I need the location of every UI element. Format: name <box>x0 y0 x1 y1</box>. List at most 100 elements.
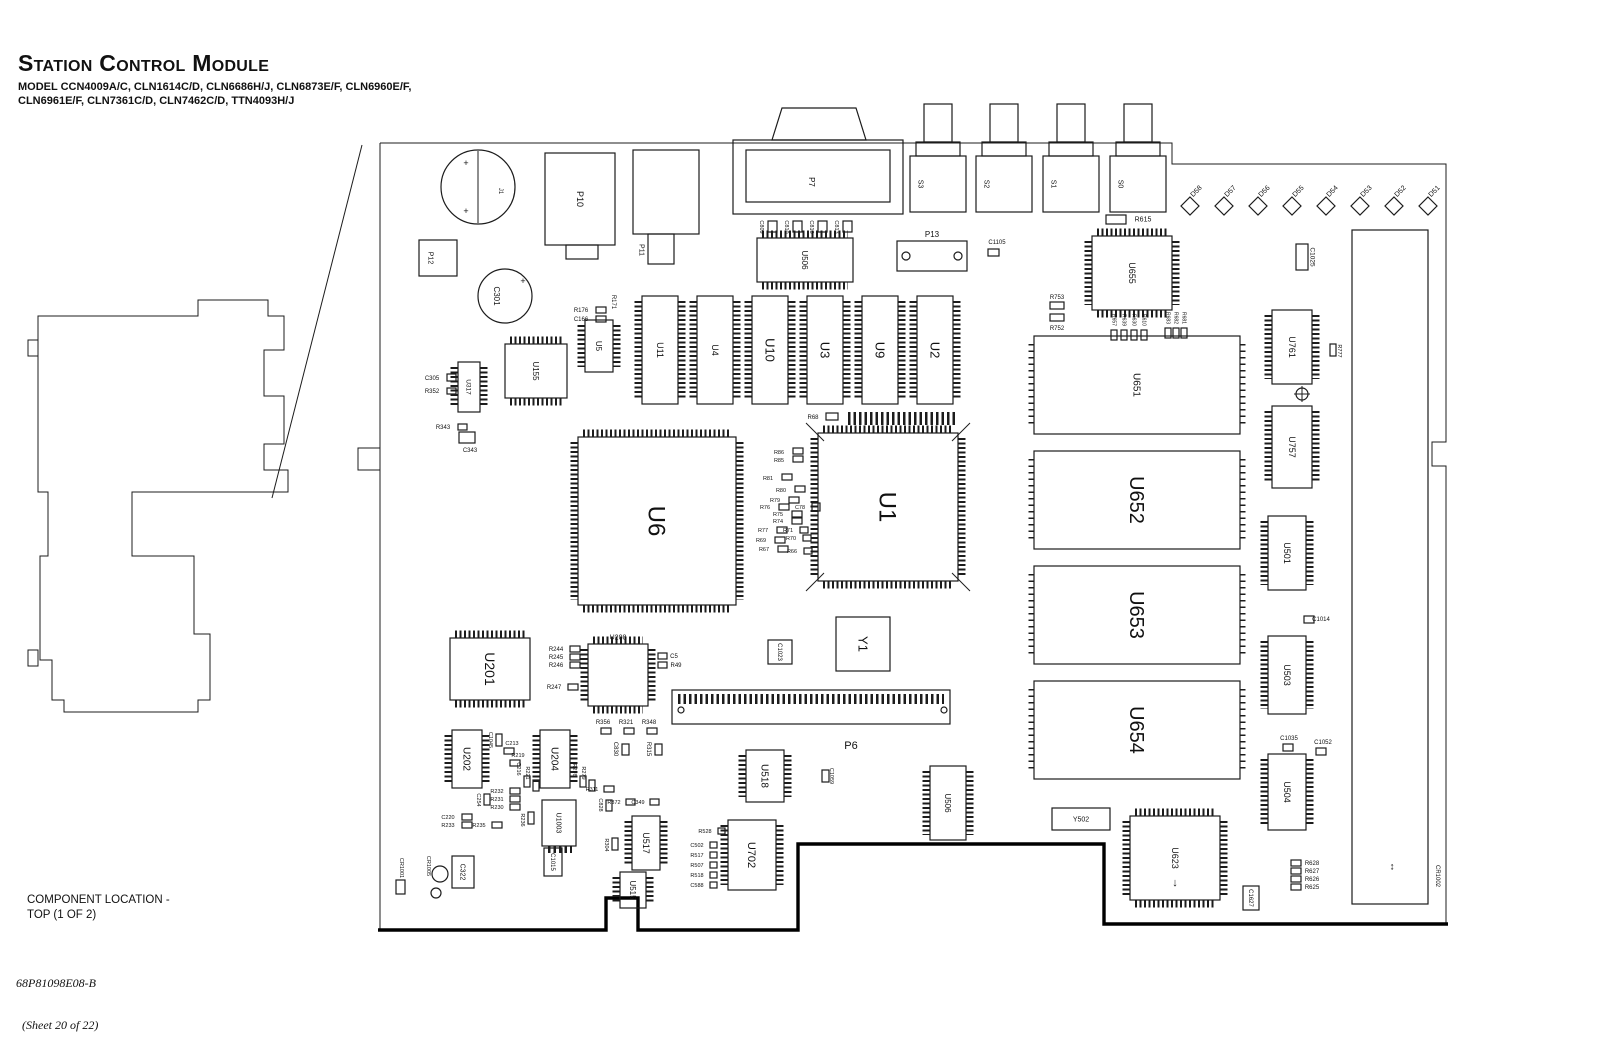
component-label: C1627 <box>1247 889 1253 907</box>
component-label: R372 <box>607 800 620 806</box>
part-conn <box>732 139 904 215</box>
component-d54: D54 <box>1316 185 1340 216</box>
component-c1014: C1014 <box>1303 615 1331 624</box>
component-label: R71 <box>783 528 793 534</box>
component-c588: C588 <box>690 881 718 889</box>
part-rect <box>981 141 1027 157</box>
component-label: D51 <box>1428 185 1442 199</box>
component-c816: C816 <box>808 220 814 233</box>
component-label: U501 <box>1282 542 1292 564</box>
component-r219: R219 <box>509 753 525 767</box>
component-label: R235 <box>472 823 485 829</box>
component-c1035: C1035 <box>1280 736 1299 752</box>
component-label: R77 <box>758 528 768 534</box>
part-rect <box>1048 141 1094 157</box>
component-r315: R315 <box>645 742 663 757</box>
component-c220: C220 <box>441 813 473 821</box>
component-label: P11 <box>638 244 645 256</box>
page-title: Station Control Module <box>18 50 270 76</box>
component-label: U654 <box>1125 706 1147 754</box>
component-r352: R352 <box>425 387 457 395</box>
component-label: C166 <box>574 317 589 323</box>
component-u517: U517 <box>624 815 668 871</box>
component-d53: D53 <box>1350 185 1374 216</box>
component-label: R315 <box>645 742 651 757</box>
component-r67: R67 <box>759 545 789 553</box>
component-label: P10 <box>575 191 585 207</box>
component-u515: U515 <box>612 871 654 909</box>
component-u1: U1 <box>810 425 966 589</box>
component-label: C1014 <box>1312 617 1330 623</box>
component-u202: U202 <box>444 729 490 789</box>
part-rect <box>1295 243 1309 271</box>
part-rect <box>1115 141 1161 157</box>
component-label: C502 <box>690 843 703 849</box>
component-r77: R77 <box>758 526 788 534</box>
component-label: R517 <box>690 853 703 859</box>
component-label: C1105 <box>988 240 1006 246</box>
component-label: U503 <box>1282 664 1292 686</box>
component-c322: C322 <box>451 855 475 889</box>
board-edge-top-right <box>380 142 1447 924</box>
component-label: D57 <box>1224 185 1238 199</box>
component-label: U504 <box>1282 781 1292 803</box>
component-label: R245 <box>549 655 564 661</box>
component-r343: R343 <box>436 423 468 431</box>
component-r625: R625 <box>1290 883 1320 891</box>
component-label: C322 <box>459 864 466 881</box>
doc-number: 68P81098E08-B <box>16 976 96 990</box>
component-label: C1045 <box>487 732 493 748</box>
component-label: R628 <box>1305 861 1320 867</box>
component-label: P13 <box>925 230 940 239</box>
component-r304: R304 <box>603 837 619 852</box>
component-u2: U2 <box>909 295 961 405</box>
component-u655: U655 <box>1084 228 1180 318</box>
component-label: R69 <box>756 538 766 544</box>
component-label: C305 <box>425 376 440 382</box>
component-label: C1035 <box>1280 736 1298 742</box>
chassis-tab <box>27 649 39 667</box>
component-label: R85 <box>774 458 784 464</box>
component-r71: R71 <box>783 526 809 534</box>
component-label: U11 <box>655 342 665 358</box>
component-r233: R233 <box>441 821 473 829</box>
component-r235: R235 <box>472 821 503 829</box>
component-label: C830 <box>612 742 618 757</box>
component-p13: P13 <box>925 230 940 239</box>
component-label: R232 <box>490 789 503 795</box>
component-d58: D58 <box>1180 185 1204 216</box>
component-label: D53 <box>1360 185 1374 199</box>
component-label: R683 <box>1164 312 1170 324</box>
component-label: R247 <box>547 685 562 691</box>
chassis-tab <box>27 339 39 357</box>
component-↕: ↕ <box>1390 862 1395 873</box>
component-p10: P10 <box>544 152 616 246</box>
title-block: Station Control Module MODEL CCN4009A/C,… <box>18 50 412 108</box>
component-label: C5 <box>670 654 678 660</box>
part-rect <box>792 220 803 233</box>
part-line <box>805 572 825 592</box>
component-label: U515 <box>628 880 637 900</box>
component-d57: D57 <box>1214 185 1238 216</box>
component-label: U623 <box>1170 847 1180 869</box>
component-c1052: C1052 <box>1314 740 1333 756</box>
component-p11: P11 <box>638 244 645 256</box>
component-label: R682 <box>1172 312 1178 324</box>
component-label: R176 <box>574 308 589 314</box>
part-poly <box>771 107 867 141</box>
component-r528: R528 <box>698 827 726 835</box>
component-label: R311 <box>586 787 599 793</box>
part-line <box>951 572 971 592</box>
component-label: R70 <box>786 536 796 542</box>
part-rect <box>767 220 778 233</box>
component-u201: U201 <box>449 630 531 708</box>
component-label: R507 <box>690 863 703 869</box>
component-label: U9 <box>872 342 887 359</box>
component-r247: R247 <box>547 683 579 691</box>
component-label: P7 <box>807 177 816 187</box>
sheet-info: (Sheet 20 of 22) <box>22 1018 99 1032</box>
component-c78: C78 <box>795 502 821 512</box>
component-label: U5 <box>594 341 603 352</box>
component-c343: C343 <box>463 448 478 454</box>
